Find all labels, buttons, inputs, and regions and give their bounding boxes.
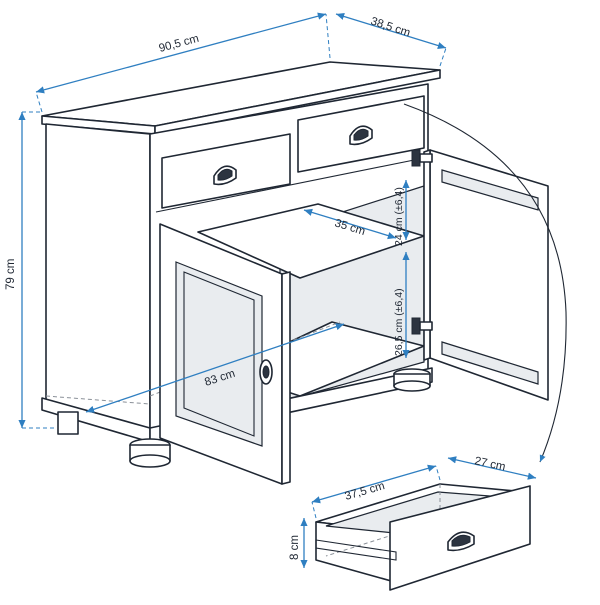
- door-knob-icon: [259, 359, 273, 385]
- feet: [57, 368, 431, 468]
- right-door-edge: [423, 149, 431, 361]
- label-total-depth: 38,5 cm: [369, 15, 412, 39]
- cup-handle-icon: [447, 531, 475, 552]
- foot-left-back: [57, 411, 79, 435]
- label-total-width: 90,5 cm: [158, 33, 201, 55]
- label-drawer-height: 8 cm: [289, 535, 301, 560]
- label-upper-compartment: 24 cm (±6,4): [393, 187, 405, 246]
- hinge-icon: [411, 317, 433, 335]
- foot-front-right: [393, 368, 431, 392]
- detail-pointer-arrow: [403, 103, 567, 463]
- top-slab-right-edge: [154, 69, 441, 135]
- right-door-open: [411, 149, 549, 401]
- drawer-rail: [155, 157, 425, 213]
- right-door-lower-rail: [441, 341, 539, 385]
- label-drawer-width: 37,5 cm: [344, 480, 387, 503]
- label-drawer-depth: 27 cm: [473, 455, 506, 473]
- right-door-upper-rail: [441, 169, 539, 211]
- left-side-panel: [45, 123, 151, 433]
- cup-handle-icon: [213, 165, 237, 186]
- label-lower-compartment: 26,5 cm (±6,4): [393, 288, 405, 356]
- drawer-handles: [213, 125, 373, 186]
- drawer-rail-guide: [315, 539, 397, 561]
- label-total-height: 79 cm: [5, 259, 17, 290]
- left-door-edge: [281, 271, 291, 485]
- foot-front-left: [129, 438, 171, 468]
- hinge-icon: [411, 149, 433, 167]
- cup-handle-icon: [349, 125, 373, 146]
- dimension-lines: [18, 12, 537, 568]
